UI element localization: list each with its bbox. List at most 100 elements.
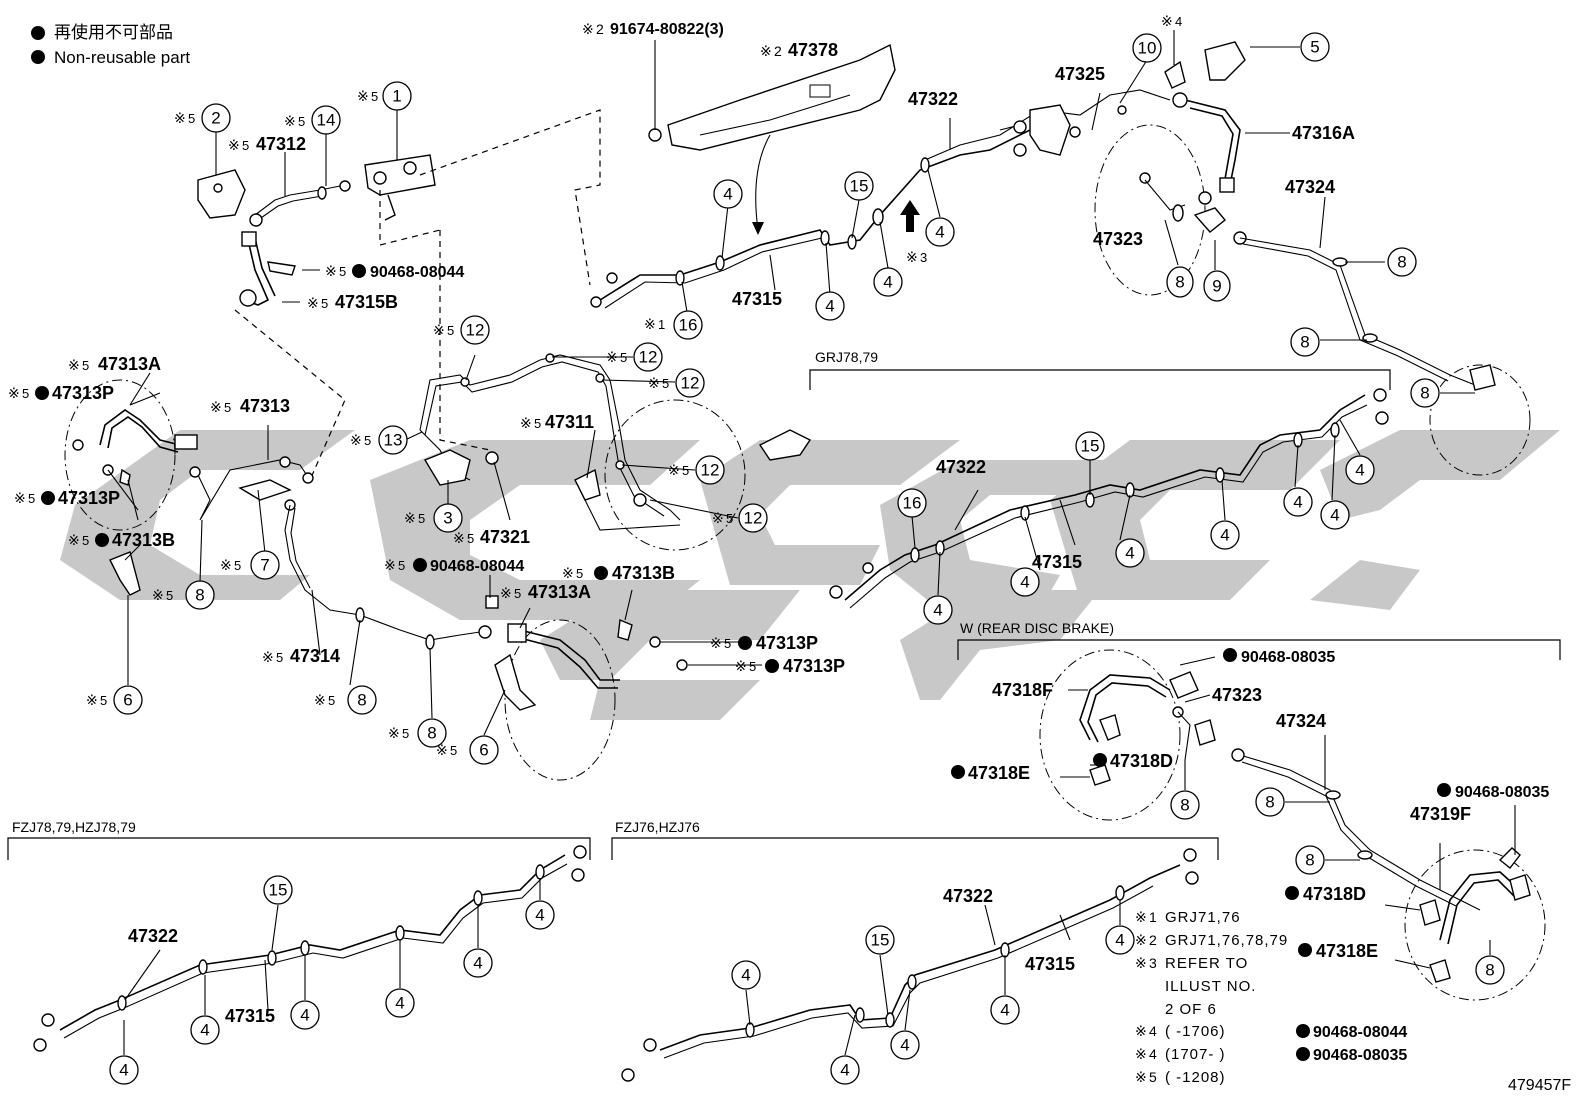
tube-fzj7879 — [33, 845, 587, 1052]
callout-4: 4 — [1283, 487, 1313, 517]
svg-text:13: 13 — [384, 431, 403, 450]
svg-text:4: 4 — [741, 966, 750, 985]
callout-8: 8 — [347, 685, 377, 715]
note-3-line1: REFER TO — [1165, 955, 1248, 972]
svg-text:5: 5 — [22, 386, 29, 401]
part-47315: 47315 — [1025, 954, 1075, 974]
note-5-range: ( -1208) — [1165, 1069, 1226, 1086]
part-47316A: 47316A — [1292, 123, 1355, 143]
callout-4: 4 — [990, 995, 1020, 1025]
svg-text:3: 3 — [920, 250, 927, 265]
svg-text:※: ※ — [1135, 933, 1147, 949]
svg-text:4: 4 — [825, 297, 834, 316]
svg-text:※: ※ — [174, 111, 186, 127]
callout-15: 15 — [844, 171, 874, 201]
svg-text:14: 14 — [317, 111, 336, 130]
svg-text:4: 4 — [1020, 573, 1029, 592]
non-reusable-bullet-icon — [35, 386, 49, 400]
svg-text:※: ※ — [1135, 956, 1147, 972]
arrow-up-icon — [900, 200, 920, 232]
callout-12: 12 — [633, 342, 663, 372]
diagram-id: 479457F — [1508, 1077, 1571, 1094]
non-reusable-bullet-icon — [765, 659, 779, 673]
svg-text:5: 5 — [1310, 38, 1319, 57]
svg-text:5: 5 — [576, 566, 583, 581]
part-47313P: 47313P — [52, 383, 114, 403]
svg-text:※: ※ — [433, 323, 445, 339]
svg-text:12: 12 — [744, 509, 763, 528]
svg-text:8: 8 — [1420, 384, 1429, 403]
callout-4: 4 — [190, 1015, 220, 1045]
callout-8: 8 — [1410, 378, 1440, 408]
callout-12: 12 — [695, 455, 725, 485]
svg-text:※: ※ — [152, 588, 164, 604]
svg-text:※: ※ — [284, 114, 296, 130]
leader-lines — [107, 30, 1516, 1056]
bracket-6-left — [109, 551, 141, 685]
callout-3: 3 — [433, 503, 463, 533]
svg-text:※: ※ — [906, 250, 918, 266]
section-fzj76-bracket — [611, 837, 1219, 860]
bracket-47378 — [648, 40, 896, 235]
svg-text:4: 4 — [1149, 1046, 1157, 1062]
watermark-logo — [60, 430, 1560, 720]
note-4a-range: ( -1706) — [1165, 1023, 1226, 1040]
callout-15: 15 — [263, 875, 293, 905]
svg-text:1: 1 — [392, 87, 401, 106]
svg-text:※: ※ — [1135, 1024, 1147, 1040]
svg-text:※: ※ — [325, 264, 337, 280]
svg-text:5: 5 — [321, 296, 328, 311]
svg-text:16: 16 — [679, 316, 698, 335]
callouts: 1 2 14 4 15 4 4 4 16 10 5 8 9 8 8 8 12 1… — [109, 32, 1505, 1085]
svg-text:8: 8 — [1485, 961, 1494, 980]
callout-4: 4 — [1115, 538, 1145, 568]
svg-text:4: 4 — [395, 994, 404, 1013]
part-47325: 47325 — [1055, 64, 1105, 84]
hose-47313A-center — [485, 595, 688, 781]
callout-12: 12 — [460, 315, 490, 345]
svg-text:※: ※ — [14, 491, 26, 507]
callout-4: 4 — [925, 217, 955, 247]
svg-text:※: ※ — [1161, 14, 1173, 30]
svg-text:※: ※ — [350, 433, 362, 449]
part-47313P: 47313P — [58, 488, 120, 508]
svg-text:4: 4 — [1220, 526, 1229, 545]
svg-text:15: 15 — [850, 177, 869, 196]
svg-text:※: ※ — [404, 511, 416, 527]
note-marker-2: ※ — [760, 44, 772, 60]
part-90468-08044: 90468-08044 — [430, 558, 524, 575]
svg-text:※: ※ — [220, 558, 232, 574]
valve-1 — [364, 154, 436, 221]
non-reusable-bullet-icon — [1223, 648, 1237, 662]
part-47315: 47315 — [225, 1006, 275, 1026]
callout-8: 8 — [1170, 790, 1200, 820]
callout-4: 4 — [873, 267, 903, 297]
part-47318E: 47318E — [1316, 941, 1378, 961]
svg-text:5: 5 — [276, 650, 283, 665]
legend-english: Non-reusable part — [54, 48, 190, 67]
part-47324: 47324 — [1276, 711, 1326, 731]
svg-text:4: 4 — [119, 1061, 128, 1080]
part-47324: 47324 — [1285, 177, 1335, 197]
svg-text:12: 12 — [681, 374, 700, 393]
svg-text:1: 1 — [1149, 909, 1157, 925]
callout-4: 4 — [1320, 500, 1350, 530]
callout-4: 4 — [385, 988, 415, 1018]
svg-text:4: 4 — [535, 906, 544, 925]
part-47314: 47314 — [290, 646, 340, 666]
svg-text:※: ※ — [357, 89, 369, 105]
svg-text:5: 5 — [166, 588, 173, 603]
svg-text:2: 2 — [596, 21, 604, 37]
part-47313P: 47313P — [783, 656, 845, 676]
svg-text:4: 4 — [200, 1021, 209, 1040]
svg-text:5: 5 — [726, 511, 733, 526]
valve-3 — [423, 449, 499, 486]
svg-text:8: 8 — [1175, 273, 1184, 292]
note-marker-2: ※ — [582, 22, 594, 38]
non-reusable-bullet-icon — [41, 491, 55, 505]
svg-text:※: ※ — [68, 358, 80, 374]
svg-text:8: 8 — [1300, 333, 1309, 352]
svg-text:15: 15 — [1081, 437, 1100, 456]
bolt-icon — [648, 128, 662, 142]
non-reusable-bullet-icon — [31, 26, 45, 40]
